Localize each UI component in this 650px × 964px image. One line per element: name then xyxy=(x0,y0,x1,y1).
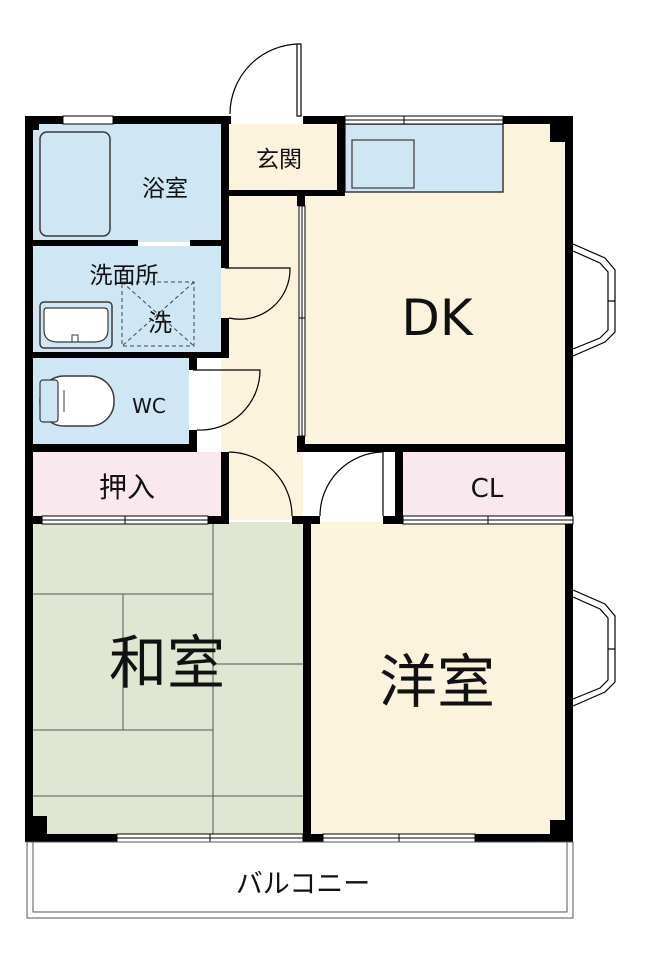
washer-label: 洗 xyxy=(148,309,172,337)
youshitsu-label: 洋室 xyxy=(379,648,495,716)
washroom-door xyxy=(225,267,291,320)
youshitsu-floor xyxy=(311,522,573,834)
walls xyxy=(25,116,573,842)
kitchen-counter-icon xyxy=(344,123,504,193)
entrance-door xyxy=(229,43,301,116)
oshiire-label: 押入 xyxy=(99,471,155,504)
bay-window-dk xyxy=(572,243,616,357)
bathtub-icon xyxy=(39,131,111,237)
closet-floor xyxy=(403,452,573,520)
wc-door xyxy=(193,369,261,431)
closet-label: CL xyxy=(471,474,504,504)
washitsu-door xyxy=(228,451,293,517)
dk-label: DK xyxy=(401,289,474,347)
washroom-label: 洗面所 xyxy=(90,263,159,289)
washitsu-label: 和室 xyxy=(109,629,225,697)
dk-sliding-door[interactable] xyxy=(298,205,306,437)
bath-label: 浴室 xyxy=(142,176,188,202)
washbasin-icon xyxy=(39,301,113,349)
hall-floor xyxy=(221,124,303,520)
doors xyxy=(193,43,384,517)
tatami-lines xyxy=(33,522,303,834)
wc-label: WC xyxy=(132,394,166,418)
entrance-label: 玄関 xyxy=(256,147,302,173)
bay-window-youshitsu xyxy=(572,589,616,707)
oshiire-floor xyxy=(33,452,221,520)
washitsu-floor xyxy=(33,522,303,834)
washer-pan-icon xyxy=(121,281,195,347)
toilet-icon xyxy=(39,375,115,427)
balcony-rail xyxy=(26,841,574,919)
youshitsu-door xyxy=(319,451,384,517)
balcony-label: バルコニー xyxy=(236,869,370,900)
